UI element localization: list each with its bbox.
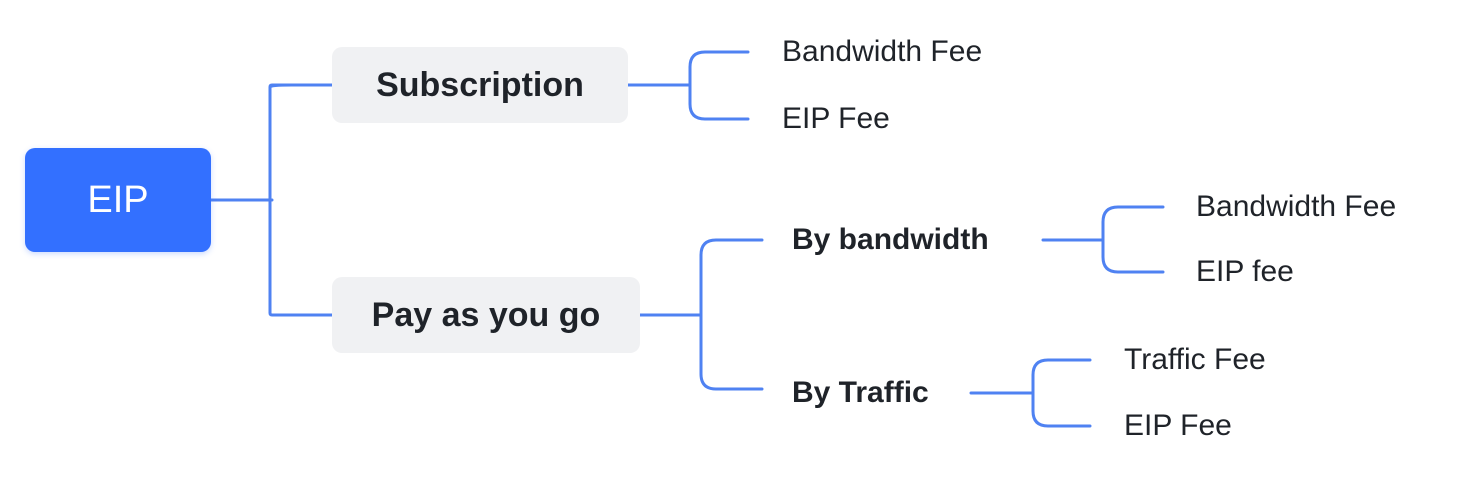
branch-node-pay-as-you-go[interactable]: Pay as you go xyxy=(332,277,640,353)
leaf-subscription-bandwidth-fee[interactable]: Bandwidth Fee xyxy=(782,30,982,74)
leaf-label: EIP fee xyxy=(1196,255,1294,288)
connector-subscription-to-leaves xyxy=(626,50,750,121)
leaf-bandwidth-bandwidth-fee[interactable]: Bandwidth Fee xyxy=(1196,185,1396,229)
connector-root-to-branches xyxy=(209,83,334,317)
leaf-label: Bandwidth Fee xyxy=(782,35,983,68)
leaf-traffic-eip-fee[interactable]: EIP Fee xyxy=(1124,404,1232,448)
leaf-label: EIP Fee xyxy=(1124,409,1232,442)
connector-bandwidth-to-leaves xyxy=(1041,205,1165,274)
sub-node-by-traffic[interactable]: By Traffic xyxy=(792,371,929,415)
pay-as-you-go-label: Pay as you go xyxy=(371,295,601,334)
branch-node-subscription[interactable]: Subscription xyxy=(332,47,628,123)
leaf-subscription-eip-fee[interactable]: EIP Fee xyxy=(782,97,890,141)
sub-node-by-bandwidth[interactable]: By bandwidth xyxy=(792,218,989,262)
leaf-label: EIP Fee xyxy=(782,102,890,135)
by-bandwidth-label: By bandwidth xyxy=(792,223,989,256)
connector-payg-to-subs xyxy=(638,238,764,391)
leaf-bandwidth-eip-fee[interactable]: EIP fee xyxy=(1196,250,1294,294)
leaf-label: Traffic Fee xyxy=(1124,343,1266,376)
connector-traffic-to-leaves xyxy=(969,358,1092,428)
root-node-eip[interactable]: EIP xyxy=(25,148,211,252)
by-traffic-label: By Traffic xyxy=(792,376,929,409)
leaf-traffic-traffic-fee[interactable]: Traffic Fee xyxy=(1124,338,1266,382)
root-label: EIP xyxy=(87,178,149,221)
subscription-label: Subscription xyxy=(376,65,584,104)
leaf-label: Bandwidth Fee xyxy=(1196,190,1397,223)
